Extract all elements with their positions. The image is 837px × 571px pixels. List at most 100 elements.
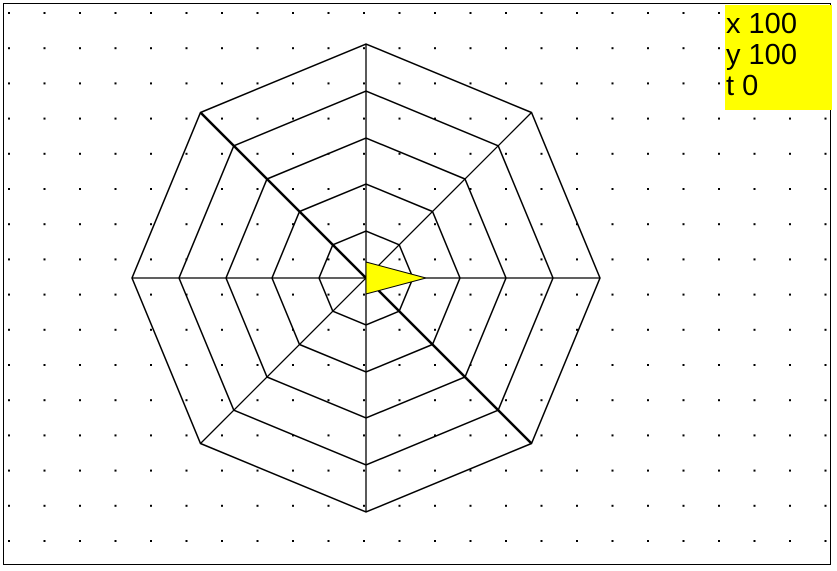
grid-dot [292,117,294,120]
grid-dot [434,188,436,190]
grid-dot [79,328,81,331]
grid-dot [611,434,614,437]
grid-dot [79,293,81,296]
grid-dot [398,364,401,366]
grid-dot [753,364,756,366]
grid-dot [505,540,507,542]
grid-dot [753,258,756,261]
grid-dot [79,117,81,120]
grid-dot [292,504,294,507]
grid-dot [79,469,81,472]
grid-dot [682,504,685,507]
grid-dot [114,82,117,85]
grid-dot [292,399,294,402]
grid-dot [540,258,543,261]
grid-dot [824,117,827,120]
grid-dot [256,434,259,437]
grid-dot [150,188,152,190]
grid-dot [398,434,401,437]
grid-dot [469,82,472,85]
grid-dot [221,504,223,507]
grid-dot [327,399,330,402]
grid-dot [753,504,756,507]
grid-dot [79,82,81,85]
grid-dot [540,82,543,85]
grid-dot [434,223,436,226]
grid-dot [8,434,10,437]
grid-dot [540,504,543,507]
grid-dot [292,188,294,190]
grid-dot [682,223,685,226]
grid-dot [505,364,507,366]
y-coordinate-readout: y 100 [726,39,797,71]
grid-dot [79,188,81,190]
grid-dot [718,399,720,402]
turtle-icon [365,261,428,295]
grid-dot [150,540,152,542]
grid-dot [114,47,117,50]
grid-dot [292,293,294,296]
grid-dot [434,328,436,331]
grid-dot [718,223,720,226]
grid-dot [114,12,117,14]
grid-dot [114,504,117,507]
grid-dot [185,540,188,542]
grid-dot [540,117,543,120]
grid-dot [8,188,10,190]
grid-dot [363,117,365,120]
grid-dot [114,540,117,542]
grid-dot [398,328,401,331]
grid-dot [292,12,294,14]
grid-dot [150,47,152,50]
grid-dot [256,540,259,542]
grid-dot [150,223,152,226]
grid-dot [505,328,507,331]
grid-dot [647,328,649,331]
grid-dot [505,293,507,296]
grid-dot [505,152,507,155]
grid-dot [505,469,507,472]
grid-dot [79,504,81,507]
grid-dot [79,540,81,542]
grid-dot [327,328,330,331]
grid-dot [753,540,756,542]
grid-dot [576,82,578,85]
grid-dot [363,82,365,85]
grid-dot [824,328,827,331]
grid-dot [682,117,685,120]
grid-dot [150,117,152,120]
drawing-canvas[interactable] [3,3,831,565]
grid-dot [682,469,685,472]
grid-dot [469,12,472,14]
grid-dot [256,47,259,50]
grid-dot [114,399,117,402]
grid-dot [150,258,152,261]
grid-dot [505,47,507,50]
grid-dot [753,399,756,402]
grid-dot [256,328,259,331]
grid-dot [292,258,294,261]
grid-dot [718,328,720,331]
grid-dot [79,399,81,402]
grid-dot [682,364,685,366]
grid-dot [434,293,436,296]
grid-dot [43,364,46,366]
grid-dot [221,399,223,402]
grid-dot [647,434,649,437]
grid-dot [363,188,365,190]
grid-dot [150,399,152,402]
grid-dot [398,117,401,120]
grid-dot [647,399,649,402]
grid-dot [611,117,614,120]
grid-dot [327,540,330,542]
grid-dot [505,223,507,226]
grid-dot [469,223,472,226]
grid-dot [114,328,117,331]
grid-dot [8,364,10,366]
grid-dot [363,152,365,155]
grid-dot [327,293,330,296]
grid-dot [292,152,294,155]
grid-dot [327,364,330,366]
grid-dot [221,82,223,85]
